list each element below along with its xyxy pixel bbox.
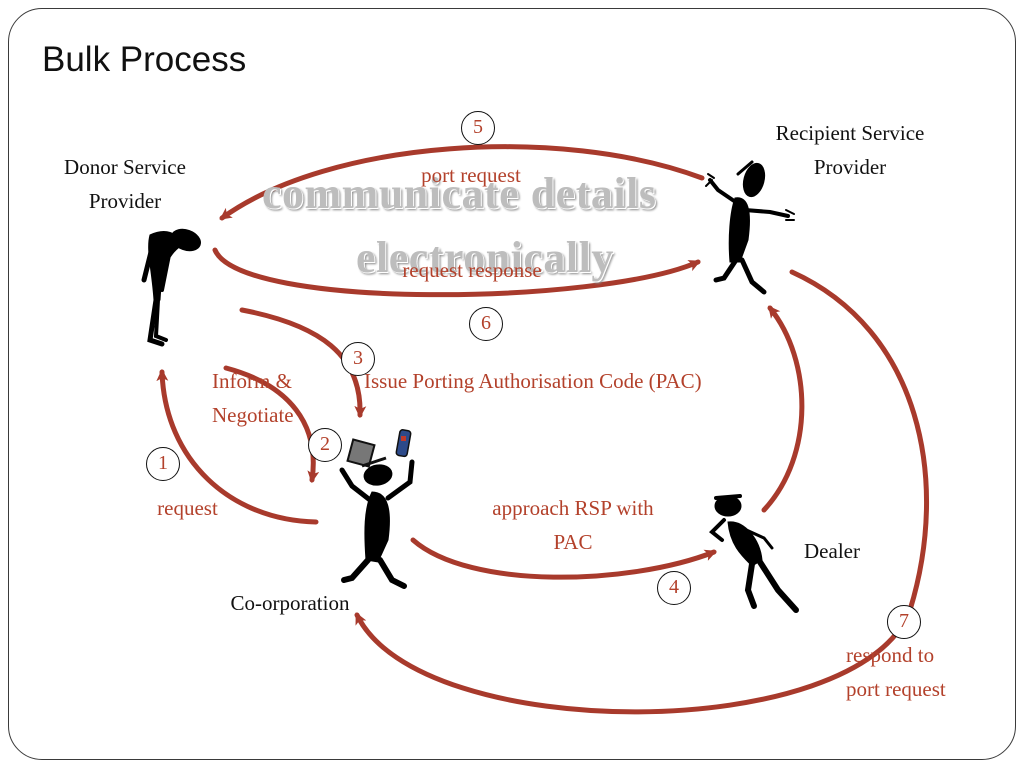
- step-4-badge: 4: [657, 571, 691, 605]
- overlay-text-line1: communicate details: [262, 169, 657, 218]
- arrow-6-request-response: [212, 247, 701, 298]
- flow-7-label: respond to port request: [846, 643, 946, 701]
- arrow-2-inform-negotiate: [223, 365, 320, 483]
- arrow-3-issue-pac: [239, 307, 367, 418]
- recipient-service-provider-label: Recipient Service Provider: [775, 121, 925, 179]
- corporation-label: Co-orporation: [230, 591, 350, 615]
- stick-figure-sad-icon: [141, 228, 202, 347]
- stick-figure-on-phone-icon: [709, 494, 799, 613]
- flow-4-label: approach RSP with PAC: [492, 496, 654, 554]
- stick-figure-arms-out-icon: [705, 160, 795, 295]
- arrow-1-request: [156, 369, 319, 525]
- arrow-4-approach-rsp: [410, 537, 717, 580]
- step-6-badge: 6: [469, 307, 503, 341]
- overlay-text-line2: electronically: [356, 233, 614, 282]
- flow-2-label: Inform & Negotiate: [212, 369, 294, 427]
- donor-service-provider-label: Donor Service Provider: [64, 155, 186, 213]
- step-1-badge: 1: [146, 447, 180, 481]
- flow-5-label: port request: [421, 163, 521, 187]
- flow-1-label: request: [157, 496, 218, 520]
- arrow-7-respond-port-request: [354, 269, 929, 715]
- flow-6-label: request response: [402, 258, 542, 282]
- hat-icon: [346, 438, 387, 468]
- page-title: Bulk Process: [42, 40, 247, 79]
- arrow-dealer-to-rsp: [761, 305, 805, 513]
- step-7-badge: 7: [887, 605, 921, 639]
- stick-figure-with-phone-icon: [339, 459, 415, 589]
- step-3-badge: 3: [341, 342, 375, 376]
- arrow-5-port-request: [219, 144, 705, 221]
- dealer-label: Dealer: [804, 539, 860, 563]
- flow-3-label: Issue Porting Authorisation Code (PAC): [364, 369, 702, 393]
- step-2-badge: 2: [308, 428, 342, 462]
- mobile-phone-icon: [395, 429, 412, 458]
- step-5-badge: 5: [461, 111, 495, 145]
- slide-frame: [8, 8, 1016, 760]
